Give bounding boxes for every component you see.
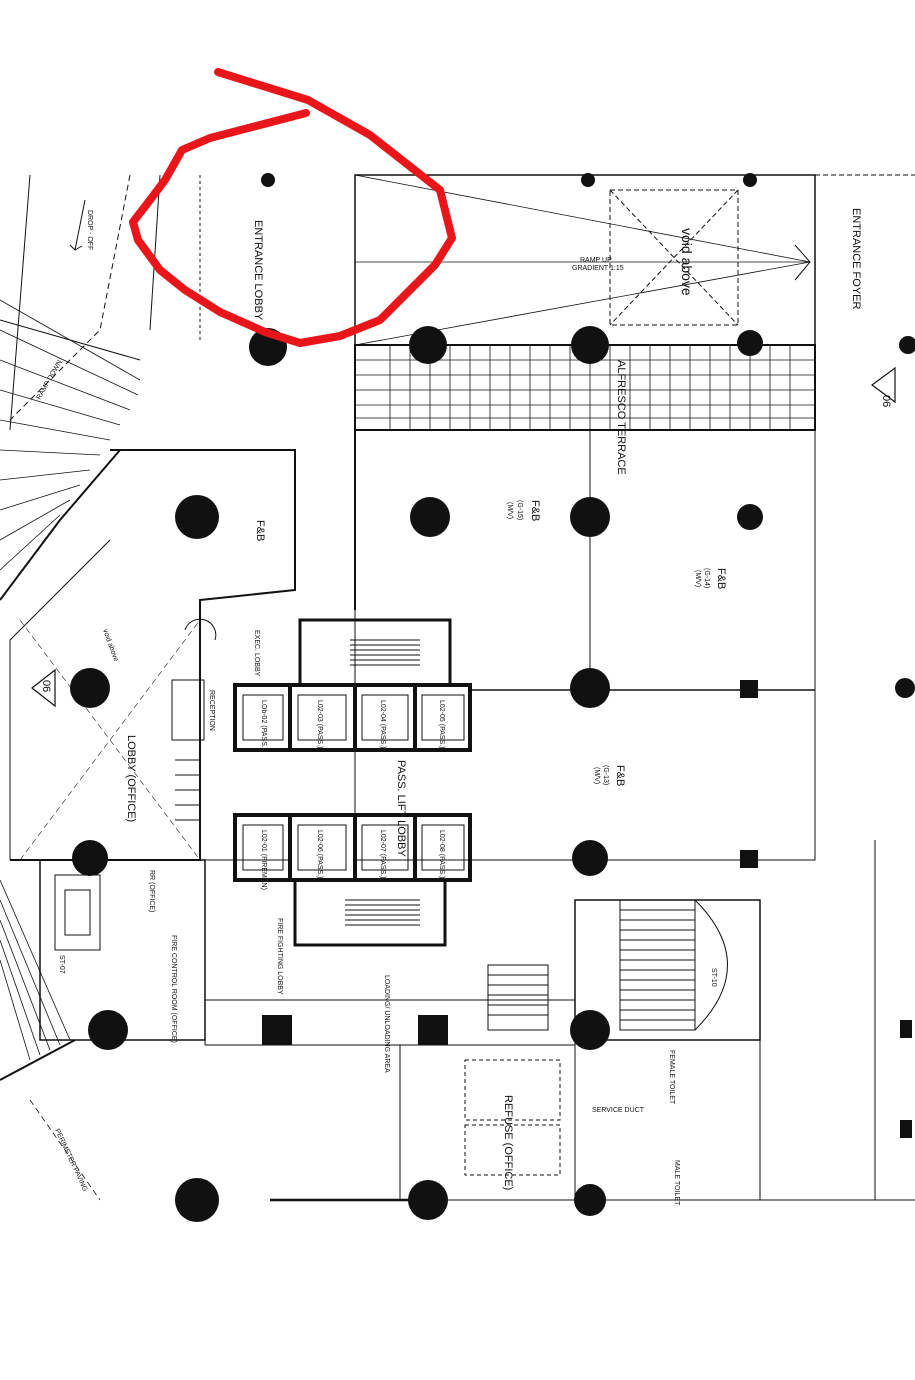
lift-label: L02-05 (PASS.) xyxy=(438,700,445,749)
loading-area-label: LOADING/ UNLOADING AREA xyxy=(383,975,390,1073)
rr-office-label: RR (OFFICE) xyxy=(148,870,155,912)
fb-g14-label: F&B xyxy=(715,568,727,589)
gradient-label: GRADIENT 1:15 xyxy=(572,265,624,272)
fb-g15-label: F&B xyxy=(529,500,541,521)
ramp-lower-left xyxy=(0,879,101,1201)
void-above-2-label: void above xyxy=(101,628,119,662)
fb-g14-use: (M/V) xyxy=(694,570,701,587)
red-markup-circle xyxy=(129,68,456,347)
entrance-foyer-label: ENTRANCE FOYER xyxy=(850,208,862,310)
lift-label: L02-04 (PASS.) xyxy=(379,700,386,749)
lobby-void-lines xyxy=(19,619,201,861)
lobby-office-label: LOBBY (OFFICE) xyxy=(125,735,137,822)
drop-off-label: DROP - OFF xyxy=(86,210,93,250)
fb-g13-code: (G-13) xyxy=(602,765,609,785)
svg-text:06: 06 xyxy=(880,395,892,407)
lift-label: LOb-02 (PASS.) xyxy=(260,700,267,750)
stair-st07 xyxy=(54,874,101,951)
fb-g13-use: (M/V) xyxy=(593,767,600,784)
fire-control-room-label: FIRE CONTROL ROOM (OFFICE) xyxy=(170,935,177,1043)
reception-desk xyxy=(171,618,217,821)
reception-label: RECEPTION xyxy=(208,690,215,731)
pass-lift-lobby-label: PASS. LIFT LOBBY xyxy=(395,760,407,857)
drop-off-arrow: DROP - OFF xyxy=(69,199,93,252)
fb-g13-label: F&B xyxy=(614,765,626,786)
svg-text:06: 06 xyxy=(40,680,52,692)
entrance-lobby-label: ENTRANCE LOBBY xyxy=(252,220,264,321)
stair-st10 xyxy=(619,899,728,1031)
perimeter-paving-label: PERIMETER PAVING xyxy=(53,1128,88,1193)
columns xyxy=(70,173,915,1222)
stair-st10-label: ST-10 xyxy=(710,968,717,987)
alfresco-terrace-label: ALFRESCO TERRACE xyxy=(615,360,627,475)
fb-g14-code: (G-14) xyxy=(703,568,710,588)
lift-core-upper xyxy=(233,683,472,752)
lift-label: L02-03 (PASS.) xyxy=(316,700,323,749)
fb-main-label: F&B xyxy=(254,520,266,541)
refuse-bins xyxy=(464,1059,561,1176)
lift-label: L02-06 (PASS.) xyxy=(316,830,323,879)
stair-upper xyxy=(298,618,452,687)
lift-core-lower xyxy=(233,813,472,882)
service-duct-label: SERVICE DUCT xyxy=(592,1107,645,1114)
refuse-office-label: REFUSE (OFFICE) xyxy=(502,1095,514,1190)
stair-lower xyxy=(293,878,447,947)
female-toilet-label: FEMALE TOILET xyxy=(668,1050,675,1105)
ramp-down-label: RAMP DOWN xyxy=(36,359,64,401)
fire-fighting-lobby-label: FIRE FIGHTING LOBBY xyxy=(276,918,283,995)
fb-g15-use: (M/V) xyxy=(506,502,513,519)
lift-label: L02-07 (PASS.) xyxy=(379,830,386,879)
stair-loading xyxy=(487,964,549,1031)
ramp-up-label: RAMP UP xyxy=(580,257,612,264)
lift-label: L02-01 (FIREMAN) xyxy=(260,830,267,890)
male-toilet-label: MALE TOILET xyxy=(673,1160,680,1206)
section-marker: 06 06 xyxy=(31,366,896,708)
exec-lobby-label: EXEC. LOBBY xyxy=(253,630,260,677)
stair-st07-label: ST-07 xyxy=(58,955,65,974)
fb-g15-code: (G-15) xyxy=(516,500,523,520)
lift-label: L02-08 (PASS.) xyxy=(438,830,445,879)
ramp-fan xyxy=(0,299,141,571)
void-above-label: void above xyxy=(679,228,695,296)
